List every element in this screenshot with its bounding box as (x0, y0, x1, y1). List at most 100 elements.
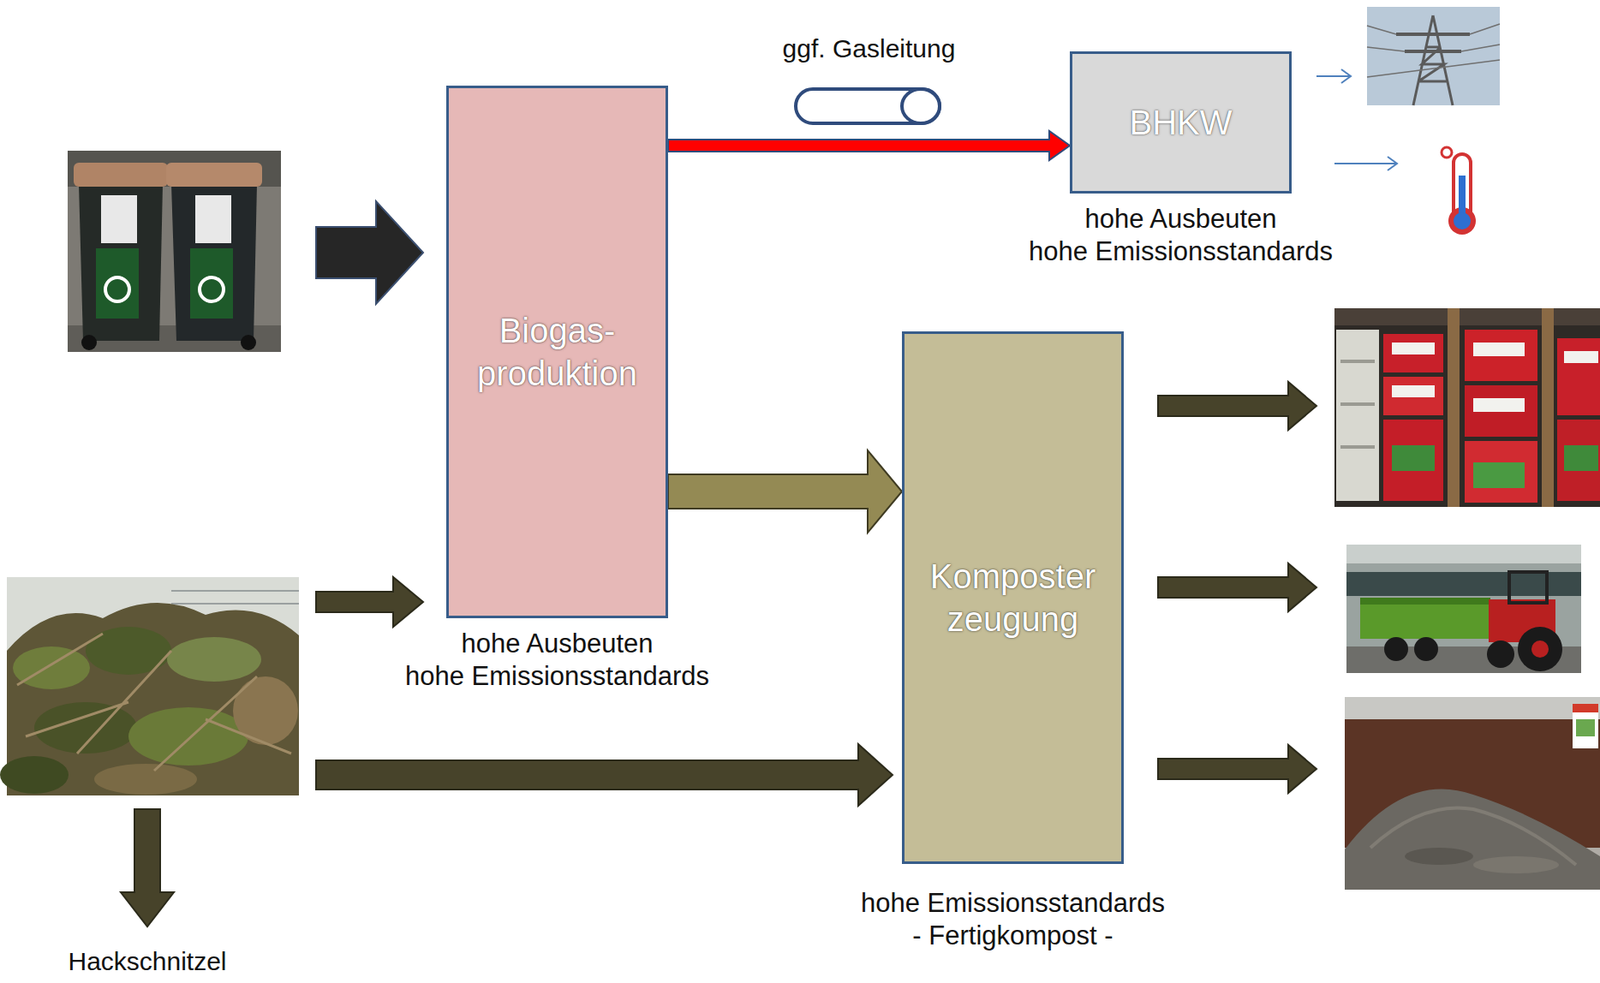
compost-pile-photo (1370, 807, 1577, 866)
power-pylon-photo (1413, 15, 1453, 106)
bagged-soil-photo (1391, 342, 1435, 355)
caption-text: hohe Ausbeuten (1028, 202, 1333, 236)
tractor-photo (1414, 637, 1439, 662)
thermometer-icon (1441, 147, 1452, 158)
bagged-soil-photo (1336, 329, 1380, 502)
compost-pile-photo (1572, 704, 1599, 749)
biowaste-bins-photo (67, 150, 281, 187)
biowaste-bins-photo (199, 277, 224, 302)
box-title: BHKW (1121, 92, 1242, 153)
output-line-arrow (1334, 156, 1398, 171)
bagged-soil-photo (1557, 419, 1600, 502)
bagged-soil-photo (1383, 334, 1444, 373)
biowaste-bins-photo (171, 184, 257, 341)
bagged-soil-photo (1464, 441, 1538, 503)
edge-label: ggf. Gasleitung (782, 34, 956, 65)
tractor-photo (1384, 637, 1409, 662)
box-title: Komposter zeugung (904, 546, 1122, 650)
gas-pipe-symbol (795, 89, 940, 124)
output-line-arrow (1316, 69, 1351, 84)
process-box: Biogas- produktionhohe Ausbeutenhohe Emi… (446, 85, 669, 619)
power-pylon-photo (1367, 6, 1500, 106)
bagged-soil-photo (1391, 385, 1435, 398)
green-waste-photo (12, 646, 90, 690)
green-waste-photo (128, 707, 249, 766)
biowaste-bins-photo (78, 184, 163, 341)
tractor-photo (1509, 572, 1547, 603)
bagged-soil-photo (1557, 338, 1600, 416)
power-pylon-photo (1367, 6, 1500, 106)
block-arrow (1158, 563, 1317, 612)
bagged-soil-photo (1473, 462, 1525, 489)
biowaste-bins-photo (195, 195, 232, 244)
gas-pipe-symbol (795, 89, 940, 124)
tractor-photo (1346, 544, 1582, 674)
compost-pile-photo (1473, 856, 1559, 874)
compost-pile-photo (1576, 719, 1595, 737)
block-arrow (120, 201, 1317, 927)
digestate-flow-arrow (668, 450, 902, 533)
gas-flow-arrow (668, 131, 1070, 161)
bagged-soil-photo (1447, 308, 1460, 508)
tractor-photo (1360, 597, 1491, 605)
block-arrow (1158, 382, 1317, 430)
thermometer-icon (1453, 212, 1471, 230)
box-caption: hohe Ausbeutenhohe Emissionsstandards (405, 627, 710, 693)
green-waste-photo (171, 602, 299, 605)
bagged-soil-photo (1541, 308, 1554, 508)
compost-pile-photo (1572, 704, 1599, 713)
green-waste-photo (94, 764, 198, 795)
block-arrow (316, 744, 893, 806)
block-arrow (316, 201, 424, 305)
biowaste-bins-photo (166, 162, 263, 187)
bagged-soil-photo (1564, 445, 1599, 472)
bagged-soil-photo (1383, 376, 1444, 416)
biowaste-bins-photo (190, 248, 233, 319)
bagged-soil-photo (1340, 402, 1375, 406)
bagged-soil-photo (1340, 359, 1375, 364)
green-waste-photo (171, 590, 299, 592)
tractor-photo (1346, 544, 1582, 674)
bagged-soil-photo (1464, 385, 1538, 437)
biowaste-bins-photo (67, 150, 281, 353)
bagged-soil-photo (1473, 398, 1525, 412)
caption-text: hohe Emissionsstandards (405, 660, 710, 693)
tractor-photo (1346, 544, 1582, 564)
gas-pipe-symbol (901, 89, 940, 124)
unit-box: BHKWhohe Ausbeutenhohe Emissionsstandard… (1069, 51, 1292, 194)
caption-text: hohe Ausbeuten (405, 627, 710, 661)
bagged-soil-photo (1334, 308, 1600, 508)
power-pylon-photo (1367, 23, 1500, 78)
caption-text: hohe Emissionsstandards (860, 887, 1165, 920)
box-caption: hohe Ausbeutenhohe Emissionsstandards (1028, 202, 1333, 269)
bagged-soil-photo (1464, 329, 1538, 382)
biowaste-bins-photo (73, 162, 168, 187)
compost-pile-photo (1344, 697, 1600, 890)
bagged-soil-photo (1564, 351, 1599, 364)
biowaste-bins-photo (101, 195, 138, 244)
green-waste-photo (85, 626, 172, 675)
process-box: Komposter zeugunghohe Emissionsstandards… (901, 331, 1124, 865)
bagged-soil-photo (1473, 342, 1525, 357)
tractor-photo (1486, 640, 1515, 669)
tractor-photo (1517, 626, 1563, 672)
biowaste-bins-photo (105, 277, 130, 302)
biowaste-bins-photo (95, 248, 139, 319)
block-arrow (120, 809, 174, 927)
output-line-arrow (1316, 69, 1398, 171)
box-title: Biogas- produktion (448, 300, 666, 404)
caption-text: hohe Emissionsstandards (1028, 235, 1333, 269)
tractor-photo (1360, 597, 1491, 639)
green-waste-photo (17, 633, 292, 771)
thermometer-icon (1441, 147, 1476, 235)
block-arrow (316, 577, 424, 627)
green-waste-photo (0, 756, 69, 795)
green-waste-photo (0, 577, 299, 796)
biowaste-bins-photo (81, 334, 97, 351)
biowaste-bins-photo (240, 334, 257, 351)
compost-pile-photo (1344, 697, 1600, 890)
tractor-photo (1531, 640, 1549, 658)
